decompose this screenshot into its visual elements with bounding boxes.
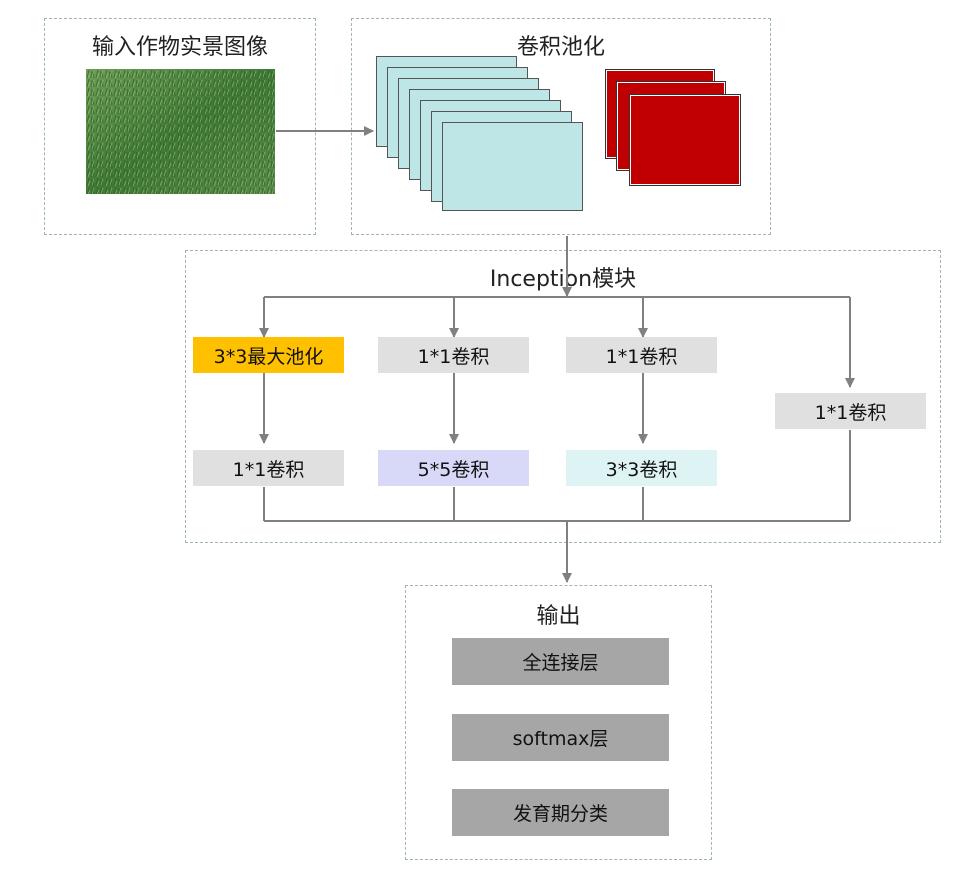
conv-5x5-box: 5*5卷积 [378, 450, 529, 486]
crop-photo [86, 69, 275, 194]
feature-map [442, 122, 583, 211]
maxpool-3x3-box: 3*3最大池化 [193, 337, 344, 373]
pooled-map [629, 94, 741, 186]
conv-1x1-box: 1*1卷积 [193, 450, 344, 486]
fully-connected-layer-box: 全连接层 [452, 638, 669, 685]
softmax-layer-box: softmax层 [452, 714, 669, 761]
output-panel: 输出 [405, 585, 712, 860]
growth-stage-classification-box: 发育期分类 [452, 789, 669, 836]
conv-3x3-box: 3*3卷积 [566, 450, 717, 486]
conv-1x1-box: 1*1卷积 [566, 337, 717, 373]
conv-1x1-box: 1*1卷积 [775, 393, 926, 429]
output-panel-title: 输出 [536, 604, 581, 629]
conv-1x1-box: 1*1卷积 [378, 337, 529, 373]
conv-pool-panel-title: 卷积池化 [516, 35, 605, 60]
conv-pool-panel: 卷积池化 [351, 18, 771, 235]
input-panel-title: 输入作物实景图像 [91, 35, 268, 60]
input-panel: 输入作物实景图像 [44, 18, 316, 235]
